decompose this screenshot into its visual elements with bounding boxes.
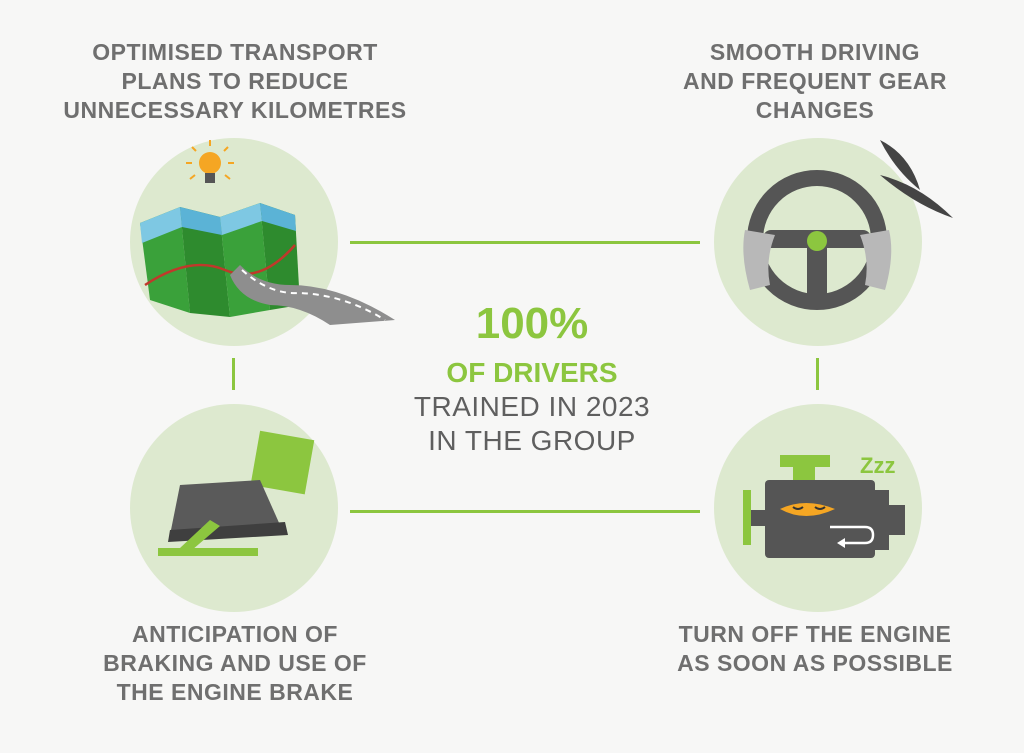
lightbulb-icon	[186, 140, 234, 183]
feather-icon	[880, 140, 953, 218]
caption-line: SMOOTH DRIVING	[709, 39, 921, 65]
center-statistic: 100% OF DRIVERS TRAINED IN 2023 IN THE G…	[362, 296, 702, 458]
caption-line: THE ENGINE BRAKE	[116, 679, 354, 705]
caption-line: PLANS TO REDUCE	[121, 68, 349, 94]
group-line: IN THE GROUP	[428, 425, 636, 456]
caption-line: BRAKING AND USE OF	[103, 650, 367, 676]
sleeping-engine-icon: Zzz	[743, 453, 905, 558]
caption-line: TURN OFF THE ENGINE	[678, 621, 952, 647]
percent-value: 100%	[475, 299, 589, 348]
connector-top	[350, 241, 700, 244]
connector-bottom	[350, 510, 700, 513]
trained-line: TRAINED IN 2023	[413, 391, 651, 422]
caption-line: ANTICIPATION OF	[132, 621, 338, 647]
connector-right	[816, 358, 819, 390]
caption-line: AND FREQUENT GEAR	[682, 68, 948, 94]
steering-wheel-icon	[743, 140, 953, 310]
caption-engine-brake: ANTICIPATION OF BRAKING AND USE OF THE E…	[60, 620, 410, 707]
caption-line: OPTIMISED TRANSPORT	[92, 39, 378, 65]
caption-engine-off: TURN OFF THE ENGINE AS SOON AS POSSIBLE	[640, 620, 990, 678]
caption-line: CHANGES	[755, 97, 875, 123]
map-icon	[140, 140, 395, 325]
caption-line: UNNECESSARY KILOMETRES	[63, 97, 407, 123]
drivers-label: OF DRIVERS	[446, 357, 618, 388]
connector-left	[232, 358, 235, 390]
caption-smooth-driving: SMOOTH DRIVING AND FREQUENT GEAR CHANGES	[640, 38, 990, 125]
caption-line: AS SOON AS POSSIBLE	[677, 650, 953, 676]
caption-transport-plans: OPTIMISED TRANSPORT PLANS TO REDUCE UNNE…	[30, 38, 440, 125]
brake-pedal-icon	[158, 430, 315, 556]
sleep-symbol: Zzz	[860, 453, 895, 478]
